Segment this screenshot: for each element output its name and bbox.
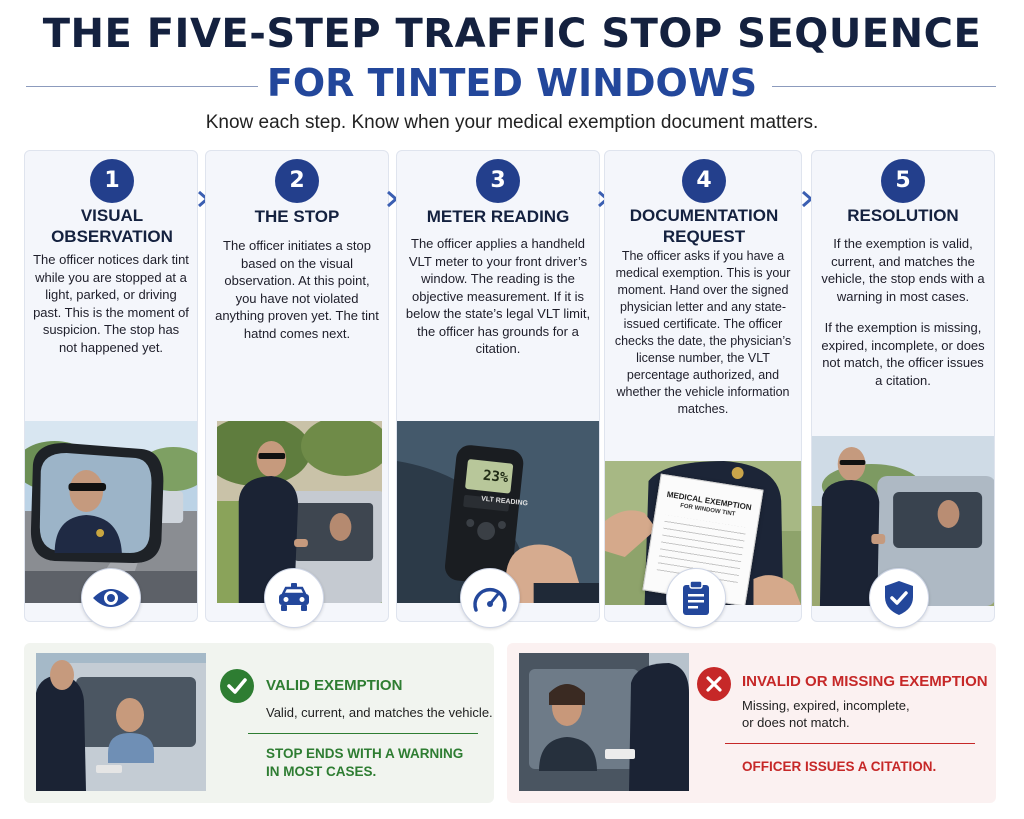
valid-exemption-description: Valid, current, and matches the vehicle. bbox=[266, 705, 493, 720]
title-rule-right bbox=[772, 86, 996, 87]
step-icon-badge-5 bbox=[869, 568, 929, 628]
x-icon bbox=[706, 676, 722, 692]
title-rule-left bbox=[26, 86, 258, 87]
shield-check-icon bbox=[885, 581, 913, 615]
page-title: THE FIVE-STEP TRAFFIC STOP SEQUENCE bbox=[42, 11, 982, 57]
valid-check-badge bbox=[220, 669, 254, 703]
step-title: METER READING bbox=[426, 207, 570, 226]
speedometer-icon bbox=[473, 587, 507, 612]
resolution-valid-text: If the exemption is valid, current, and … bbox=[821, 236, 985, 304]
valid-outcome-photo bbox=[36, 653, 206, 791]
step-description: The officer initiates a stop based on th… bbox=[215, 238, 379, 341]
step-icon-badge-4 bbox=[666, 568, 726, 628]
step-photo-officer-at-car bbox=[217, 421, 382, 603]
step-title: DOCUMENTATION REQUEST bbox=[629, 206, 779, 246]
valid-result-line1: STOP ENDS WITH A WARNING bbox=[266, 746, 464, 761]
valid-result-line2: IN MOST CASES. bbox=[266, 764, 377, 779]
step-number-badge: 5 bbox=[881, 159, 925, 203]
step-title: RESOLUTION bbox=[847, 206, 959, 225]
step-photo-vlt-meter: 23% VLT READING bbox=[397, 421, 599, 603]
step-number-badge: 4 bbox=[682, 159, 726, 203]
valid-outcome-result: STOP ENDS WITH A WARNING IN MOST CASES. bbox=[266, 745, 463, 781]
step-card-4: 4 DOCUMENTATION REQUEST The officer asks… bbox=[604, 150, 802, 622]
page-title-line2: FOR TINTED WINDOWS bbox=[266, 61, 758, 105]
step-photo-officer-with-driver bbox=[812, 436, 994, 606]
clipboard-icon bbox=[683, 580, 709, 615]
page-subtitle: Know each step. Know when your medical e… bbox=[205, 112, 819, 133]
step-photo-document-handoff: MEDICAL EXEMPTION FOR WINDOW TINT bbox=[605, 461, 801, 605]
check-icon bbox=[227, 678, 247, 694]
step-number-badge: 1 bbox=[90, 159, 134, 203]
invalid-divider bbox=[725, 743, 975, 744]
resolution-invalid-text: If the exemption is missing, expired, in… bbox=[821, 320, 985, 388]
step-card-5: 5 RESOLUTION If the exemption is valid, … bbox=[811, 150, 995, 622]
step-description: The officer notices dark tint while you … bbox=[33, 252, 189, 355]
meter-display-value: 23% bbox=[482, 467, 510, 487]
step-number-badge: 3 bbox=[476, 159, 520, 203]
step-card-1: 1 VISUAL OBSERVATION The officer notices… bbox=[24, 150, 198, 622]
valid-divider bbox=[248, 733, 478, 734]
valid-exemption-title: VALID EXEMPTION bbox=[266, 677, 403, 694]
step-card-3: 3 METER READING The officer applies a ha… bbox=[396, 150, 600, 622]
step-icon-badge-2 bbox=[264, 568, 324, 628]
invalid-exemption-title: INVALID OR MISSING EXEMPTION bbox=[742, 673, 988, 690]
step-icon-badge-3 bbox=[460, 568, 520, 628]
step-title: VISUAL OBSERVATION bbox=[51, 206, 173, 246]
invalid-exemption-description: Missing, expired, incomplete, or does no… bbox=[742, 697, 910, 731]
eye-icon bbox=[93, 589, 129, 607]
invalid-exemption-panel: INVALID OR MISSING EXEMPTION Missing, ex… bbox=[507, 643, 996, 803]
step-title: THE STOP bbox=[254, 207, 340, 226]
step-description: The officer asks if you have a medical e… bbox=[614, 249, 792, 416]
invalid-x-badge bbox=[697, 667, 731, 701]
step-number-badge: 2 bbox=[275, 159, 319, 203]
valid-exemption-panel: VALID EXEMPTION Valid, current, and matc… bbox=[24, 643, 494, 803]
step-icon-badge-1 bbox=[81, 568, 141, 628]
police-car-icon bbox=[279, 583, 309, 611]
step-description: If the exemption is valid, current, and … bbox=[820, 235, 986, 389]
invalid-outcome-photo bbox=[519, 653, 689, 791]
invalid-outcome-result: OFFICER ISSUES A CITATION. bbox=[742, 759, 937, 774]
invalid-description-line2: or does not match. bbox=[742, 715, 850, 730]
step-description: The officer applies a handheld VLT meter… bbox=[405, 236, 591, 356]
invalid-description-line1: Missing, expired, incomplete, bbox=[742, 698, 910, 713]
step-card-2: 2 THE STOP The officer initiates a stop … bbox=[205, 150, 389, 622]
